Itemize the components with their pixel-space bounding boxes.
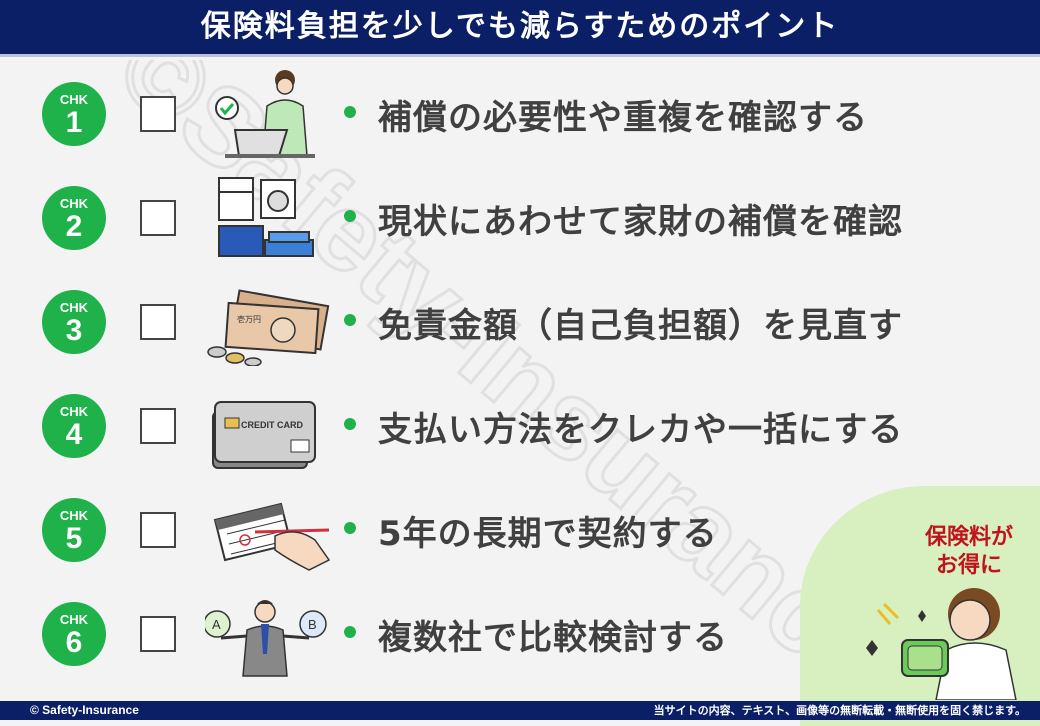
copyright-text: © Safety-Insurance	[30, 703, 139, 717]
bullet-dot	[344, 106, 356, 118]
check-badge: CHK 5	[42, 498, 106, 562]
badge-number: 6	[65, 626, 83, 659]
checkbox[interactable]	[140, 512, 176, 548]
badge-label: CHK	[59, 300, 89, 315]
badge-number: 1	[65, 106, 83, 139]
badge-number: 4	[65, 418, 83, 451]
checkbox[interactable]	[140, 304, 176, 340]
promo-line-2: お得に	[935, 553, 1002, 578]
badge-number: 5	[65, 522, 83, 555]
check-item-1: CHK 1 補償の必要性や重複を確認する	[0, 62, 1040, 166]
page-title: 保険料負担を少しでも減らすためのポイント	[200, 9, 840, 44]
check-badge: CHK 1	[42, 82, 106, 146]
compare-a-label: A	[212, 617, 221, 632]
checkbox[interactable]	[140, 200, 176, 236]
money-note-text: 壱万円	[237, 314, 261, 324]
check-item-5: CHK 5 5年の長期で契約する	[0, 478, 1040, 582]
check-item-4: CHK 4 CREDIT CARD 支払い方法をクレカや一括にする	[0, 374, 1040, 478]
bullet-dot	[344, 418, 356, 430]
notice-text: 当サイトの内容、テキスト、画像等の無断転載・無断使用を固く禁じます。	[653, 704, 1026, 717]
check-item-text: 補償の必要性や重複を確認する	[378, 98, 868, 138]
check-item-text: 支払い方法をクレカや一括にする	[378, 410, 904, 450]
badge-label: CHK	[59, 508, 89, 523]
check-item-text: 5年の長期で契約する	[378, 514, 718, 554]
check-item-2: CHK 2 現状にあわせて家財の補償を確認	[0, 166, 1040, 270]
bullet-dot	[344, 314, 356, 326]
check-badge: CHK 2	[42, 186, 106, 250]
bullet-dot	[344, 626, 356, 638]
money-icon: 壱万円	[207, 289, 330, 366]
check-item-6: CHK 6 A B 複数社で比較検討する	[0, 582, 1040, 686]
bullet-dot	[344, 522, 356, 534]
badge-label: CHK	[59, 404, 89, 419]
check-item-text: 現状にあわせて家財の補償を確認	[378, 202, 903, 242]
checkbox[interactable]	[140, 96, 176, 132]
header-bar	[0, 0, 1040, 57]
compare-b-label: B	[308, 617, 317, 632]
credit-card-icon: CREDIT CARD	[212, 401, 316, 469]
calendar-icon	[213, 502, 331, 571]
badge-number: 3	[65, 314, 83, 347]
laptop-person-icon	[215, 70, 315, 158]
badge-label: CHK	[59, 612, 89, 627]
badge-number: 2	[65, 210, 83, 243]
checkbox[interactable]	[140, 408, 176, 444]
footer-bar: © Safety-Insurance 当サイトの内容、テキスト、画像等の無断転載…	[0, 701, 1040, 720]
compare-person-icon: A B	[205, 600, 327, 677]
appliances-icon	[218, 177, 314, 257]
bullet-dot	[344, 210, 356, 222]
badge-label: CHK	[59, 196, 89, 211]
check-item-text: 複数社で比較検討する	[378, 618, 728, 658]
check-badge: CHK 4	[42, 394, 106, 458]
checkbox[interactable]	[140, 616, 176, 652]
badge-label: CHK	[59, 92, 89, 107]
happy-woman-icon	[866, 588, 1017, 700]
card-text: CREDIT CARD	[241, 420, 303, 430]
check-item-3: CHK 3 壱万円 免責金額（自己負担額）を見直す	[0, 270, 1040, 374]
promo-text: 保険料が お得に	[904, 524, 1034, 580]
check-badge: CHK 6	[42, 602, 106, 666]
check-badge: CHK 3	[42, 290, 106, 354]
check-item-text: 免責金額（自己負担額）を見直す	[378, 306, 903, 346]
promo-line-1: 保険料が	[924, 525, 1013, 550]
